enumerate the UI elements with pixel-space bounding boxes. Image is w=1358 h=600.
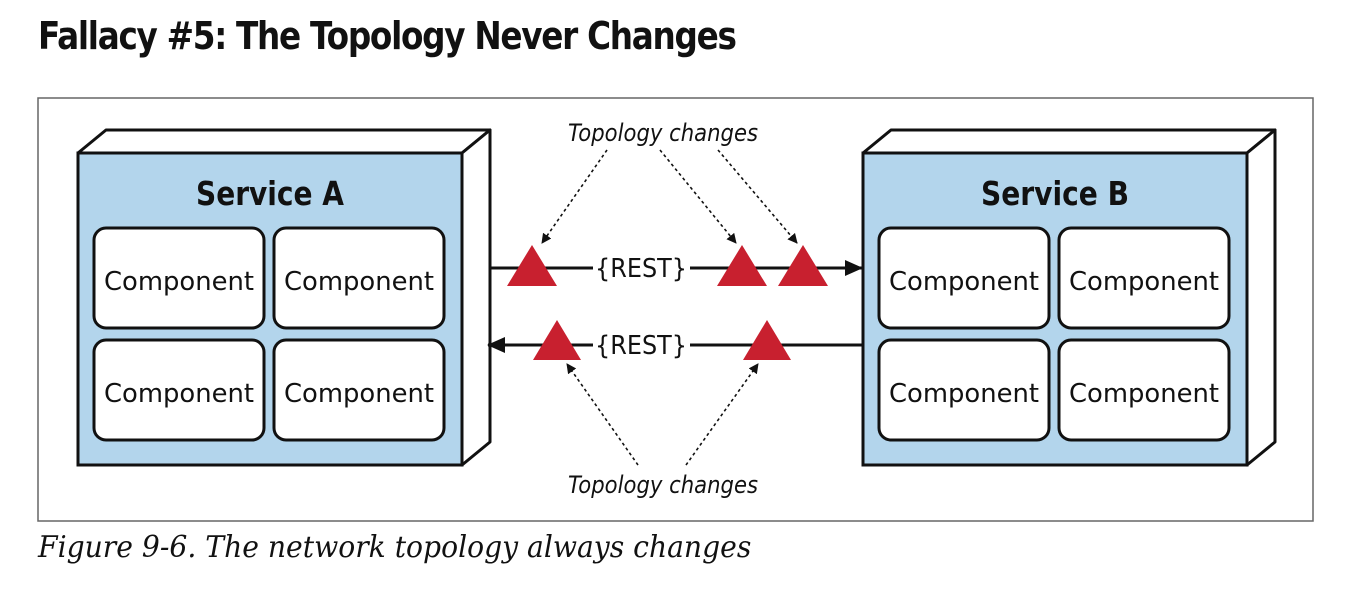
svg-text:Component: Component xyxy=(1069,267,1219,297)
topology-change-marker xyxy=(717,245,767,286)
topology-change-marker xyxy=(533,320,581,360)
svg-text:Component: Component xyxy=(104,379,254,409)
topology-change-marker xyxy=(743,320,791,360)
service-a-component: Component xyxy=(272,338,446,442)
service-b-component: Component xyxy=(1057,226,1231,330)
service-a-top-face xyxy=(76,128,492,155)
service-a-title: Service A xyxy=(196,174,344,213)
svg-text:Component: Component xyxy=(889,379,1039,409)
svg-text:Component: Component xyxy=(1069,379,1219,409)
service-b-top-face xyxy=(861,128,1277,155)
rest-label-bottom: {REST} xyxy=(595,331,687,361)
pointer-arrow xyxy=(717,149,798,244)
service-b-component: Component xyxy=(877,338,1051,442)
service-a-component: Component xyxy=(272,226,446,330)
service-a-component: Component xyxy=(92,338,266,442)
svg-text:Component: Component xyxy=(889,267,1039,297)
bottom-note-pointers xyxy=(566,363,759,466)
pointer-arrow xyxy=(685,363,759,466)
pointer-arrow xyxy=(566,363,639,466)
service-a-box: Service A Component Component Component … xyxy=(76,128,492,467)
service-b-box: Service B Component Component Component … xyxy=(861,128,1277,467)
svg-text:Component: Component xyxy=(284,379,434,409)
pointer-arrow xyxy=(659,149,737,244)
page-heading: Fallacy #5: The Topology Never Changes xyxy=(38,14,737,58)
service-b-title: Service B xyxy=(981,174,1129,213)
service-b-component: Component xyxy=(877,226,1051,330)
rest-connection-a-to-b: {REST} xyxy=(490,254,863,284)
top-note-pointers xyxy=(541,149,798,244)
service-a-side-face xyxy=(460,128,492,467)
topology-note-top: Topology changes xyxy=(568,119,758,147)
svg-text:Component: Component xyxy=(284,267,434,297)
topology-change-marker xyxy=(507,245,557,286)
topology-note-bottom: Topology changes xyxy=(568,471,758,499)
svg-text:Component: Component xyxy=(104,267,254,297)
service-b-side-face xyxy=(1245,128,1277,467)
rest-label-top: {REST} xyxy=(595,254,687,284)
topology-change-marker xyxy=(778,245,828,286)
service-a-component: Component xyxy=(92,226,266,330)
service-b-component: Component xyxy=(1057,338,1231,442)
figure-caption: Figure 9-6. The network topology always … xyxy=(38,530,752,565)
pointer-arrow xyxy=(541,149,608,244)
